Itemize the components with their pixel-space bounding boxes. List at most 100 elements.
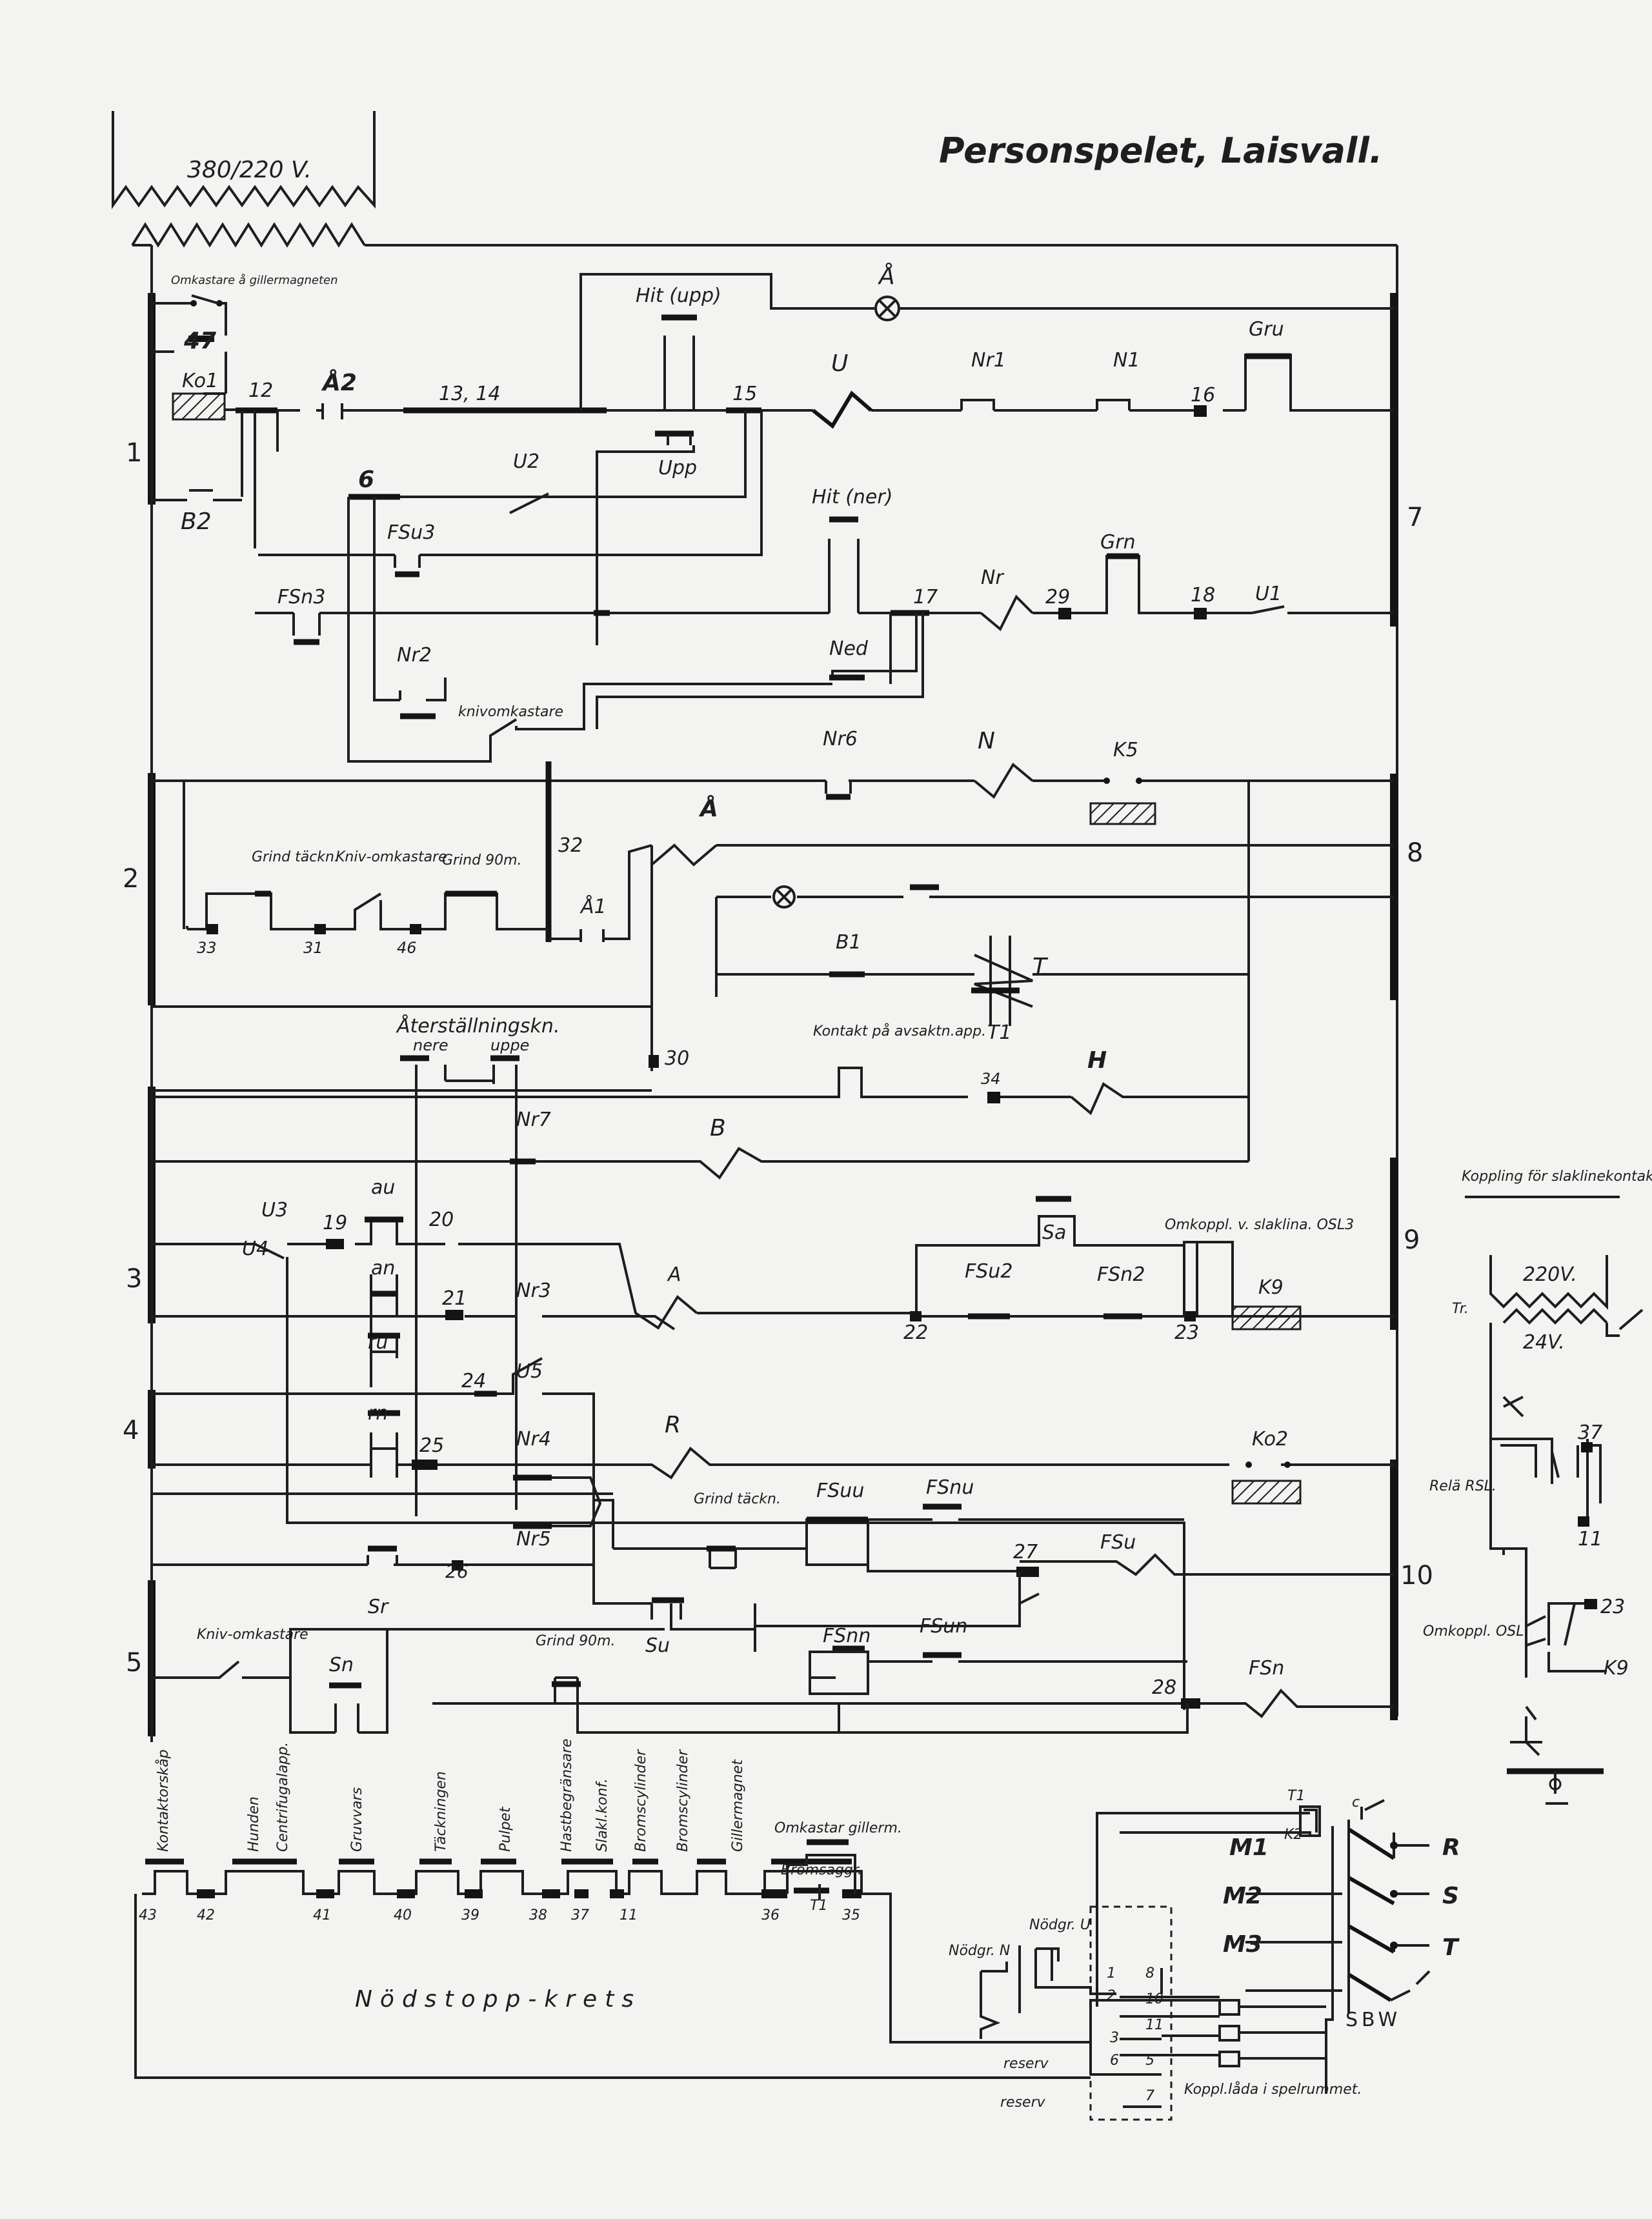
terminal-6: 6 [1110, 2053, 1119, 2069]
contact-u1: U1 [1255, 583, 1282, 605]
contact-grind-90: Grind 90m. [442, 852, 522, 869]
label-kontakt-avsaktn: Kontakt på avsaktn.app. [813, 1023, 986, 1039]
node-22: 22 [903, 1321, 928, 1344]
nod-label-gillermagnet: Gillermagnet [730, 1759, 746, 1852]
contact-su: Su [645, 1634, 670, 1657]
nod-num-39: 39 [461, 1907, 479, 1923]
node-19: 19 [323, 1212, 347, 1234]
nod-label-bromscylinder-2: Bromscylinder [675, 1749, 691, 1852]
nod-label-pulpet: Pulpet [498, 1806, 514, 1852]
node-31: 31 [303, 939, 323, 957]
node-18: 18 [1191, 584, 1215, 607]
row-number-10: 10 [1400, 1561, 1433, 1591]
terminal-11: 11 [1145, 2017, 1163, 2033]
terminal-3: 3 [1110, 2030, 1119, 2046]
node-28: 28 [1152, 1676, 1176, 1699]
nod-omkastar-gillerm: Omkastar gillerm. [774, 1820, 902, 1836]
coil-b: B [710, 1115, 726, 1141]
nodstopp-label: Nödstopp-krets [355, 1986, 641, 2013]
node-17: 17 [913, 586, 938, 608]
nod-num-41: 41 [313, 1907, 331, 1923]
contact-nr4: Nr4 [516, 1428, 551, 1451]
contact-u2: U2 [513, 450, 539, 473]
node-27: 27 [1013, 1541, 1038, 1563]
nod-num-35: 35 [842, 1907, 860, 1923]
contact-nr2: Nr2 [397, 644, 432, 667]
row-number-4: 4 [123, 1416, 139, 1445]
contact-u3: U3 [261, 1199, 288, 1221]
terminal-numbers: 1 2 3 5 6 7 8 10 11 [1107, 1965, 1163, 2104]
row-2-circuit [152, 761, 1394, 1161]
nod-num-43: 43 [139, 1907, 157, 1923]
diagram-title: Personspelet, Laisvall. [939, 130, 1382, 171]
node-numbers: 12 13, 14 15 16 17 18 19 20 21 22 23 24 … [197, 379, 1215, 1699]
side-voltage-220: 220V. [1523, 1263, 1577, 1286]
contact-a1: Å1 [579, 895, 607, 918]
coil-h: H [1087, 1047, 1107, 1074]
side-panel-slaklinekontakt [1465, 1196, 1644, 1805]
contactor-ko1: Ko1 [182, 370, 218, 392]
nod-label-centrifugalapp: Centrifugalapp. [275, 1742, 291, 1852]
nod-label-kontaktorskap: Kontaktorskåp [155, 1749, 172, 1852]
row-number-9: 9 [1404, 1225, 1420, 1255]
contact-fsn3: FSn3 [277, 586, 325, 608]
side-transformer: Tr. [1452, 1301, 1469, 1317]
nod-num-37: 37 [571, 1907, 589, 1923]
nod-label-gruvvars: Gruvvars [349, 1787, 365, 1852]
node-30: 30 [665, 1047, 689, 1070]
nod-num-36: 36 [761, 1907, 780, 1923]
label-uppe: uppe [490, 1036, 529, 1054]
nodgr-u: Nödgr. U [1029, 1917, 1091, 1933]
row-number-2: 2 [123, 864, 139, 894]
label-sbw: SBW [1345, 2009, 1401, 2031]
contactor-ko2: Ko2 [1252, 1428, 1288, 1451]
lamp-a: Å [878, 262, 895, 290]
terminal-8: 8 [1145, 1965, 1154, 1982]
contact-k5: K5 [1113, 739, 1138, 761]
contact-sr: Sr [368, 1596, 389, 1618]
motor-circuit [891, 1799, 1431, 2121]
node-33: 33 [197, 939, 217, 957]
side-contactor-k9: K9 [1604, 1657, 1629, 1680]
coil-n: N [978, 728, 995, 754]
node-20: 20 [429, 1209, 454, 1231]
right-buses [1390, 245, 1398, 1720]
contact-hit-ner: Hit (ner) [812, 486, 892, 508]
nod-label-hunden: Hunden [246, 1796, 262, 1852]
coil-nr: Nr [981, 567, 1004, 589]
contact-u4: U4 [242, 1238, 268, 1260]
motor-k2: K2 [1284, 1827, 1302, 1843]
row-number-7: 7 [1407, 503, 1423, 532]
contact-rn: rn [368, 1402, 388, 1425]
node-12: 12 [248, 379, 273, 402]
contact-fsnu: FSnu [926, 1476, 974, 1499]
nod-num-42: 42 [197, 1907, 215, 1923]
contact-grind-tackn: Grind täckn. [252, 849, 339, 865]
coil-a-row3: A [667, 1263, 681, 1286]
terminal-1: 1 [1107, 1965, 1116, 1982]
row-4-circuit [152, 1332, 1394, 1652]
node-13-14: 13, 14 [439, 383, 500, 405]
phase-t: T [1442, 1934, 1460, 1961]
nod-label-bromscylinder-1: Bromscylinder [633, 1749, 649, 1852]
supply-transformer [112, 111, 1397, 248]
row-number-8: 8 [1407, 838, 1423, 868]
terminal-10: 10 [1145, 1991, 1163, 2007]
contact-nr3: Nr3 [516, 1280, 551, 1302]
label-reserv-1: reserv [1003, 2056, 1049, 2072]
contact-knivomkastare: knivomkastare [458, 704, 563, 720]
coil-a: Å [698, 795, 718, 822]
motor-t1: T1 [1287, 1788, 1305, 1804]
motor-m3: M3 [1223, 1931, 1262, 1958]
nod-num-38: 38 [529, 1907, 547, 1923]
contact-grn: Grn [1100, 531, 1136, 554]
side-omkoppl-osl: Omkoppl. OSL. [1423, 1623, 1529, 1640]
contact-fsun: FSun [920, 1615, 967, 1638]
contact-47: 47 [183, 328, 216, 354]
contact-sn: Sn [329, 1654, 354, 1676]
contact-a2: Å2 [321, 369, 357, 396]
motor-m1: M1 [1229, 1834, 1269, 1861]
contact-hit-upp: Hit (upp) [636, 285, 721, 307]
